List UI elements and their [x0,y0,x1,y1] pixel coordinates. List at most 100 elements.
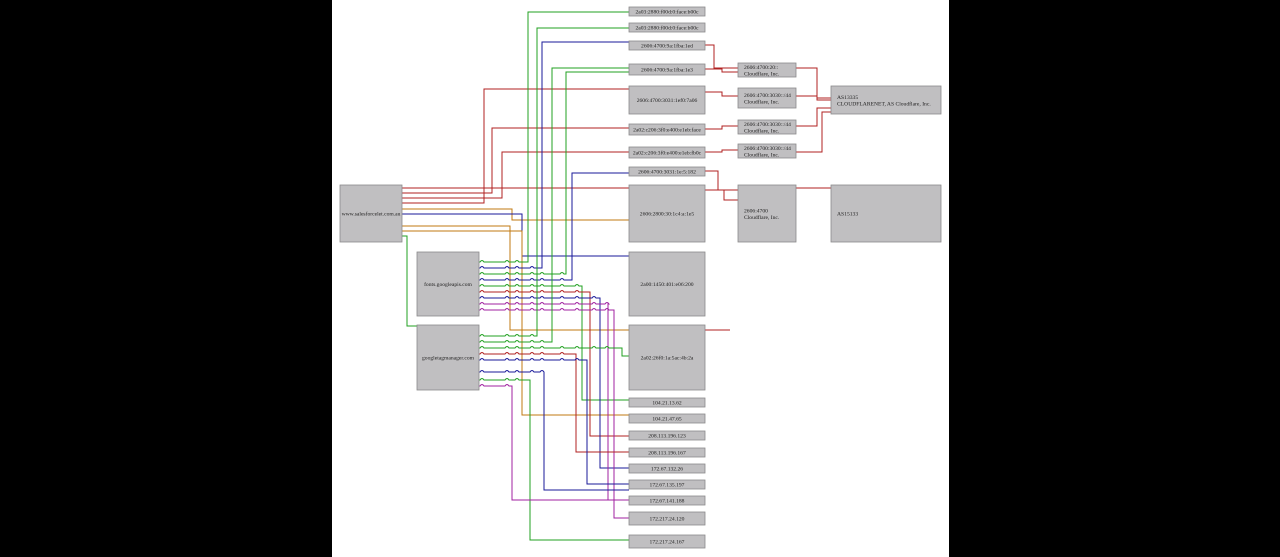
ip-label: 2a02:c206:3f0:e400:e1eb:face [633,127,701,134]
ip-label: 2606:4700:3031:1ef0:7a06 [637,97,698,104]
connection-edge [479,290,629,437]
ip-node[interactable]: 2a02:c206:3f0:e400:e1eb:fb0c [628,146,706,159]
edges-layer [402,11,831,541]
ip-node[interactable]: 104.21.47.65 [628,413,706,424]
ip-node[interactable]: 2a02:c206:3f0:e400:e1eb:face [628,123,706,136]
source-box [416,251,480,317]
ip-box [628,166,706,177]
ip-node[interactable]: 2a00:1450:401:e06:200 [628,251,706,317]
ip-label: 172.67.132.26 [651,467,683,473]
ip-box [628,447,706,458]
ip-box [628,22,706,33]
ip-label: 172.217.24.167 [650,540,685,546]
prefix-box [737,119,797,135]
ip-label: 172.217.24.120 [650,517,685,523]
connection-edge [479,308,629,519]
connection-edge [705,149,738,153]
ip-box [628,123,706,136]
ip-node[interactable]: 2a03:2880:f00d:0:face:b00c [628,6,706,17]
ip-node[interactable]: 104.21.13.62 [628,397,706,408]
ip-node[interactable]: 172.217.24.120 [628,511,706,526]
connection-edge [479,378,629,541]
source-node[interactable]: fonts.googleapis.com [416,251,480,317]
connection-edge [479,71,629,275]
ip-node[interactable]: 2606:2800:30:1c4:a:1e5 [628,184,706,243]
ip-label: 2606:4700:9a:1fba:1e3 [641,67,693,74]
prefix-box [737,143,797,159]
source-node[interactable]: googletagmanager.com [416,324,480,391]
ip-label: 2a02:26f0:1a:5ac:4b:2a [641,355,694,362]
ip-box [628,511,706,526]
ip-node[interactable]: 2606:4700:9a:1fba:1ed [628,40,706,51]
ip-label: 172.67.135.197 [650,483,685,489]
ip-node[interactable]: 172.67.141.188 [628,495,706,506]
ip-label: 2606:4700:3031:1e:5:182 [638,170,696,176]
connection-edge [796,111,831,153]
connection-edge [402,225,629,331]
connection-edge [705,189,738,201]
connection-edge [479,370,629,491]
source-box [416,324,480,391]
connection-edge [479,172,629,281]
ip-node[interactable]: 208.113.196.123 [628,430,706,441]
asn-box [830,184,942,243]
source-label: www.salesforcelet.com.au [342,211,401,218]
prefix-box [737,184,797,243]
ip-box [628,534,706,549]
ip-node[interactable]: 172.67.135.197 [628,479,706,490]
connection-edge [479,296,629,469]
connection-edge [402,235,417,327]
ip-label: 104.21.47.65 [652,417,682,423]
ip-label: 2606:2800:30:1c4:a:1e5 [640,212,695,218]
ip-node[interactable]: 2606:4700:9a:1fba:1e3 [628,63,706,76]
connection-edge [402,187,629,204]
ip-node[interactable]: 2a02:26f0:1a:5ac:4b:2a [628,324,706,391]
ip-box [628,146,706,159]
connection-edge [479,384,629,501]
connection-edge [705,44,738,69]
prefix-box [737,62,797,78]
connection-edge [796,107,831,127]
ip-box [628,397,706,408]
ip-node[interactable]: 172.217.24.167 [628,534,706,549]
connection-edge [796,95,831,101]
source-box [339,184,403,243]
ip-box [628,251,706,317]
connection-edge [479,11,629,263]
ip-node[interactable]: 208.113.196.167 [628,447,706,458]
prefix-node[interactable]: 2606:4700:20::Cloudflare, Inc. [737,62,797,78]
ip-box [628,430,706,441]
ip-box [628,463,706,474]
ip-node[interactable]: 2606:4700:3031:1e:5:182 [628,166,706,177]
connection-edge [402,127,629,194]
asn-node[interactable]: AS15133 [830,184,942,243]
source-label: fonts.googleapis.com [424,281,472,288]
diagram-canvas: www.salesforcelet.com.au fonts.googleapis… [332,0,949,557]
ip-box [628,413,706,424]
connection-edge [479,352,629,453]
ip-node[interactable]: 2a03:2880:f00d:0:face:b00c [628,22,706,33]
ip-label: 2606:4700:9a:1fba:1ed [641,43,693,50]
ip-label: 172.67.141.188 [650,499,685,505]
ip-node[interactable]: 2606:4700:3031:1ef0:7a06 [628,85,706,115]
ip-node[interactable]: 172.67.132.26 [628,463,706,474]
nodes-layer: www.salesforcelet.com.au fonts.googleapis… [339,6,942,549]
ip-box [628,40,706,51]
network-diagram: www.salesforcelet.com.au fonts.googleapis… [339,6,942,549]
connection-edge [479,346,629,357]
source-node[interactable]: www.salesforcelet.com.au [339,184,403,243]
connection-edge [479,284,629,401]
connection-edge [402,88,629,189]
ip-box [628,324,706,391]
connection-edge [705,125,738,130]
